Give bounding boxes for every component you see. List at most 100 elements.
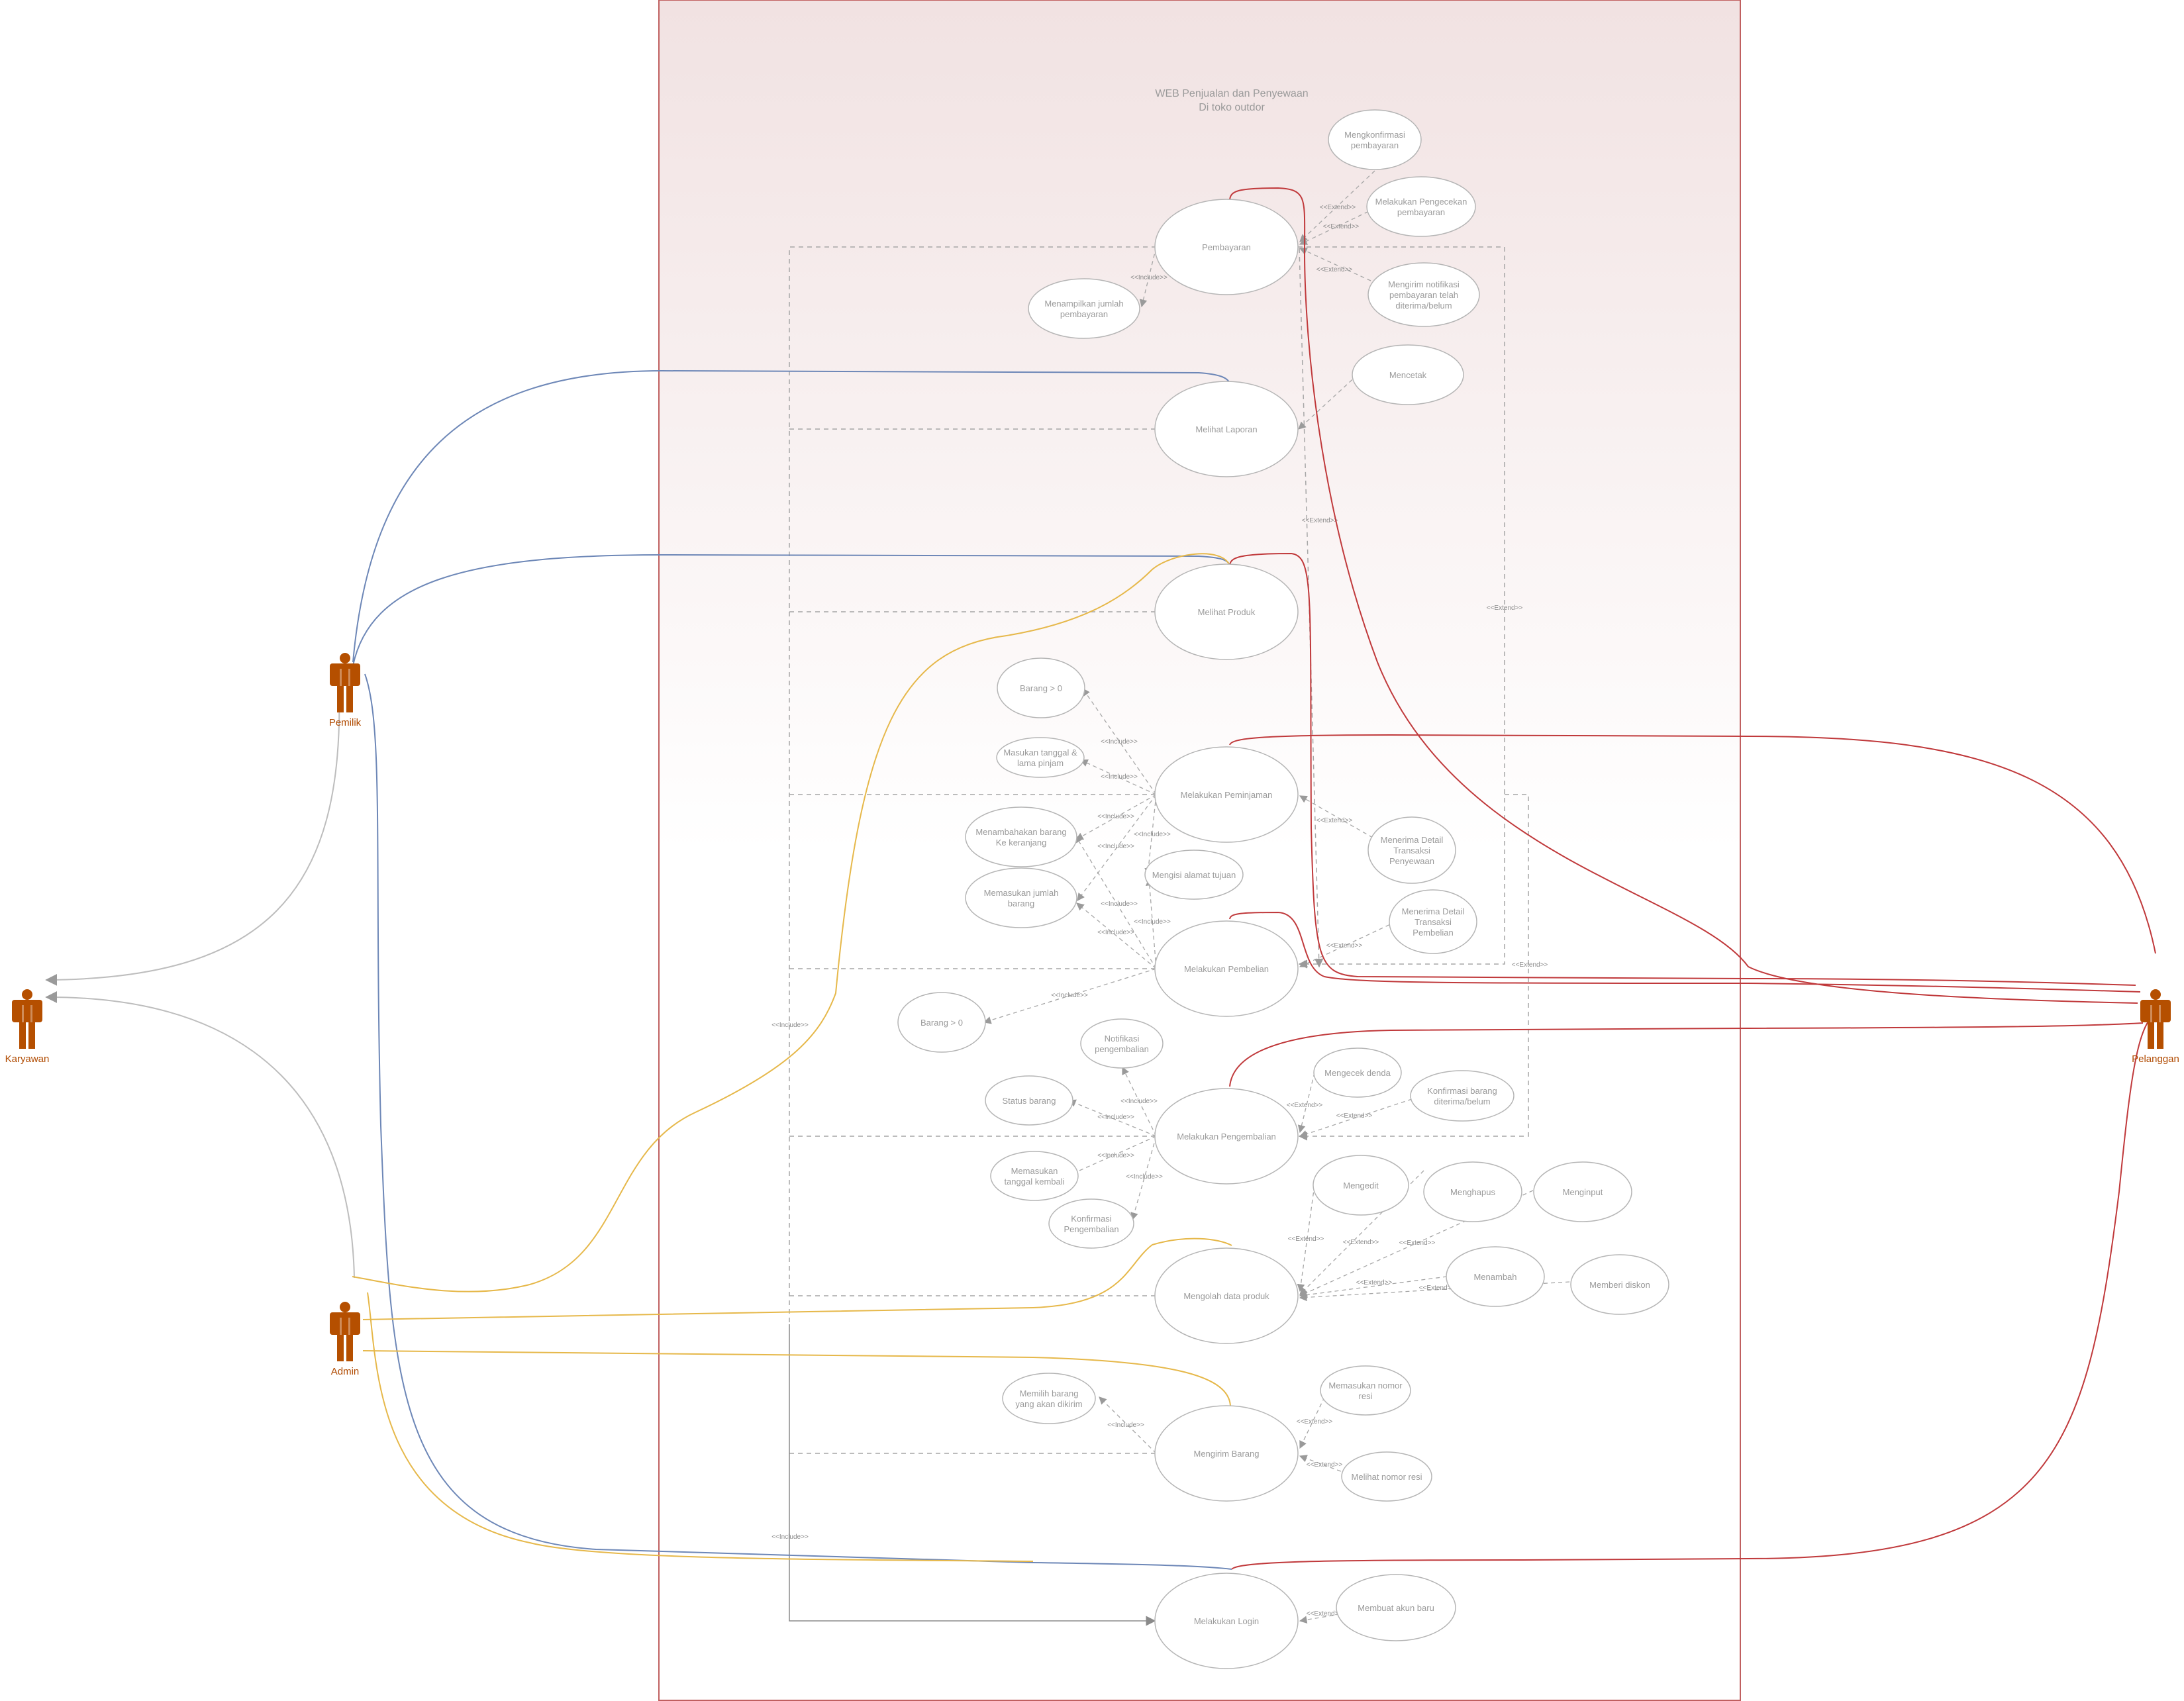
usecase-barang0-b: Barang > 0 <box>897 992 986 1053</box>
usecase-label: Memberi diskon <box>1589 1280 1650 1290</box>
usecase-label: Melakukan Pengecekan <box>1375 197 1467 207</box>
usecase-label: Melihat Laporan <box>1195 424 1257 434</box>
usecase-barang0-a: Barang > 0 <box>997 657 1085 718</box>
svg-text:<<Extend>>: <<Extend>> <box>1356 1279 1393 1287</box>
usecase-label: lama pinjam <box>1017 758 1064 768</box>
usecase-ellipse <box>1048 1198 1134 1249</box>
svg-text:<<Include>>: <<Include>> <box>1051 992 1088 999</box>
svg-text:<<Extend>>: <<Extend>> <box>1399 1239 1436 1247</box>
usecase-label: Mengirim Barang <box>1194 1449 1260 1459</box>
usecase-ellipse <box>1336 1574 1456 1641</box>
usecase-label: Menampilkan jumlah <box>1044 299 1123 309</box>
usecase-alamat: Mengisi alamat tujuan <box>1144 850 1244 900</box>
usecase-label: pembayaran <box>1351 140 1399 150</box>
usecase-ellipse <box>1320 1365 1411 1416</box>
usecase-label: Ke keranjang <box>996 838 1047 848</box>
usecase-ellipse <box>1352 344 1464 405</box>
usecase-status: Status barang <box>985 1075 1073 1126</box>
usecase-ellipse <box>965 806 1077 867</box>
usecase-ellipse <box>985 1075 1073 1126</box>
usecase-ellipse <box>1423 1161 1522 1222</box>
usecase-denda: Mengecek denda <box>1313 1047 1402 1098</box>
person-icon <box>330 1302 360 1361</box>
usecase-label: Melakukan Peminjaman <box>1181 790 1273 800</box>
actor-pemilik: Pemilik <box>329 653 362 728</box>
usecase-label: Menambahakan barang <box>975 827 1066 837</box>
usecase-ellipse <box>1446 1246 1545 1307</box>
use-cases: PembayaranMengkonfirmasipembayaranMelaku… <box>897 109 1669 1669</box>
usecase-ellipse <box>965 867 1077 928</box>
usecase-label: Menerima Detail <box>1402 906 1465 916</box>
usecase-menghapus: Menghapus <box>1423 1161 1522 1222</box>
usecase-menambah: Menambah <box>1446 1246 1545 1307</box>
usecase-ellipse <box>1367 262 1480 327</box>
svg-text:<<Include>>: <<Include>> <box>1120 1098 1158 1105</box>
usecase-resi-lihat: Melihat nomor resi <box>1341 1451 1432 1502</box>
usecase-ellipse <box>1328 109 1422 170</box>
svg-text:<<Include>>: <<Include>> <box>1097 929 1134 936</box>
usecase-label: Memasukan jumlah <box>984 888 1059 898</box>
usecase-mengedit: Mengedit <box>1313 1155 1409 1216</box>
usecase-ellipse <box>1313 1155 1409 1216</box>
svg-text:<<Include>>: <<Include>> <box>1134 831 1171 838</box>
svg-text:<<Include>>: <<Include>> <box>1101 738 1138 746</box>
usecase-label: Pengembalian <box>1064 1224 1118 1234</box>
svg-text:<<Include>>: <<Include>> <box>1134 918 1171 926</box>
svg-text:<<Include>>: <<Include>> <box>1126 1173 1163 1181</box>
usecase-label: Masukan tanggal & <box>1003 748 1077 757</box>
usecase-label: Memilih barang <box>1020 1388 1079 1398</box>
usecase-ellipse <box>1410 1070 1514 1122</box>
usecase-label: pembayaran <box>1397 207 1445 217</box>
svg-text:<<Include>>: <<Include>> <box>1097 813 1134 820</box>
usecase-label: barang <box>1008 899 1034 908</box>
usecase-ellipse <box>1154 199 1299 295</box>
usecase-ellipse <box>1028 278 1140 339</box>
svg-text:<<Extend>>: <<Extend>> <box>1316 266 1353 273</box>
usecase-ellipse <box>897 992 986 1053</box>
usecase-label: Konfirmasi barang <box>1427 1086 1497 1096</box>
usecase-olah: Mengolah data produk <box>1154 1247 1299 1344</box>
svg-text:<<Include>>: <<Include>> <box>1101 773 1138 781</box>
usecase-ellipse <box>1154 920 1299 1017</box>
svg-text:<<Include>>: <<Include>> <box>1101 900 1138 908</box>
usecase-label: Mengolah data produk <box>1183 1291 1269 1301</box>
svg-text:<<Extend>>: <<Extend>> <box>1287 1102 1323 1109</box>
usecase-kirim: Mengirim Barang <box>1154 1405 1299 1502</box>
usecase-ellipse <box>1366 176 1476 237</box>
usecase-ellipse <box>1154 1088 1299 1185</box>
usecase-ellipse <box>1154 1405 1299 1502</box>
actor-admin: Admin <box>330 1302 360 1377</box>
svg-text:<<Extend>>: <<Extend>> <box>1336 1112 1373 1120</box>
svg-text:<<Extend>>: <<Extend>> <box>1343 1239 1379 1246</box>
svg-text:<<Extend>>: <<Extend>> <box>1326 942 1363 949</box>
usecase-label: Melakukan Pengembalian <box>1177 1132 1276 1142</box>
usecase-laporan: Melihat Laporan <box>1154 381 1299 477</box>
usecase-label: pengembalian <box>1095 1044 1149 1054</box>
usecase-label: Memasukan <box>1011 1166 1058 1176</box>
usecase-ellipse <box>1144 850 1244 900</box>
usecase-label: Mengedit <box>1343 1181 1379 1191</box>
usecase-login: Melakukan Login <box>1154 1573 1299 1669</box>
usecase-ellipse <box>1002 1373 1096 1424</box>
actor-karyawan: Karyawan <box>5 989 49 1065</box>
usecase-label: Melihat nomor resi <box>1352 1472 1422 1482</box>
svg-text:<<Extend>>: <<Extend>> <box>1307 1610 1343 1618</box>
usecase-label: resi <box>1359 1391 1373 1401</box>
svg-text:<<Include>>: <<Include>> <box>771 1022 809 1029</box>
usecase-ellipse <box>1154 1573 1299 1669</box>
usecase-label: diterima/belum <box>1434 1096 1490 1106</box>
svg-text:<<Include>>: <<Include>> <box>771 1533 809 1541</box>
svg-text:<<Extend>>: <<Extend>> <box>1307 1461 1343 1469</box>
usecase-label: Konfirmasi <box>1071 1214 1112 1224</box>
usecase-label: Mengkonfirmasi <box>1344 130 1405 140</box>
usecase-label: Membuat akun baru <box>1358 1603 1434 1613</box>
usecase-label: pembayaran <box>1060 309 1108 319</box>
